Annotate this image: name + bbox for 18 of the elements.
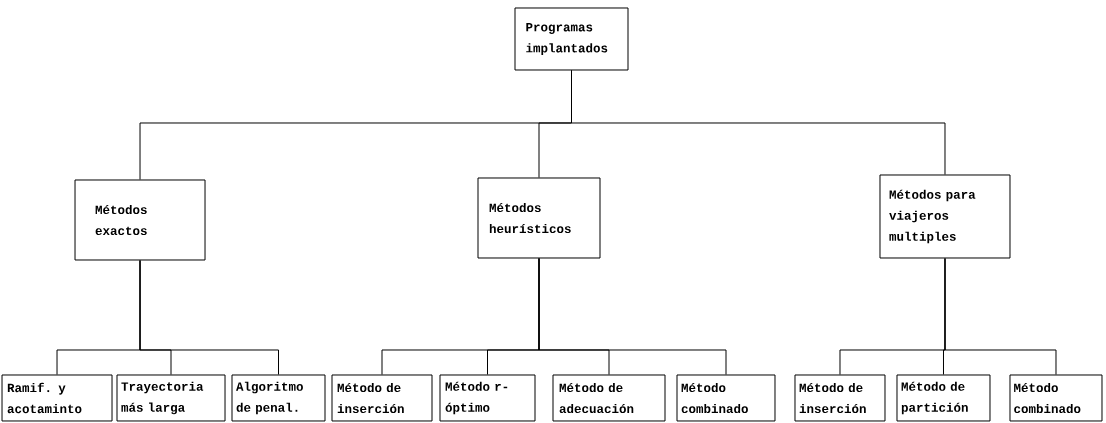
connector-line <box>571 70 946 175</box>
method-box: Método de partición <box>896 374 991 422</box>
connector-line <box>944 258 1057 375</box>
method-box: Métodos heurísticos <box>477 177 601 259</box>
method-box: Método combinado <box>676 374 776 422</box>
connector-line <box>139 260 279 375</box>
method-box: Trayectoria más larga <box>116 374 226 422</box>
method-box: Método de inserción <box>331 374 433 422</box>
method-box: Ramif. y acotaminto <box>1 374 113 422</box>
connector-line <box>538 258 727 375</box>
method-box: Métodos exactos <box>74 179 206 261</box>
method-box: Método de adecuación <box>552 374 666 422</box>
method-box: Programas implantados <box>514 7 629 71</box>
method-box: Método r-óptimo <box>439 374 536 422</box>
method-box: Método de inserción <box>794 374 886 422</box>
method-box: Método combinado <box>1009 374 1103 422</box>
method-box: Métodos para viajeros multiples <box>879 174 1011 259</box>
method-box: Algoritmo de penal. <box>231 374 326 422</box>
